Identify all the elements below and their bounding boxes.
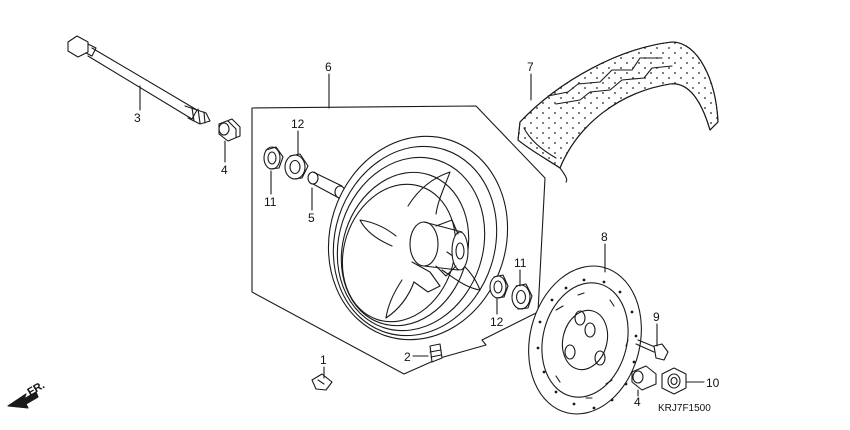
disc-bolt <box>635 339 669 361</box>
callout-3: 3 <box>134 111 141 125</box>
front-tire <box>517 41 719 183</box>
direction-label: FR. <box>26 379 47 398</box>
callout-4-lower: 4 <box>634 395 641 409</box>
air-valve <box>429 343 443 363</box>
front-wheel <box>327 135 509 341</box>
callout-12-left: 12 <box>291 117 305 131</box>
diagram-code: KRJ7F1500 <box>658 403 711 414</box>
callout-8: 8 <box>601 230 608 244</box>
callout-1: 1 <box>320 353 327 367</box>
callout-11-left: 11 <box>264 195 277 209</box>
axle-collar-left <box>218 118 241 142</box>
axle-nut <box>661 367 687 395</box>
brake-disc <box>528 265 642 415</box>
axle-collar-right <box>631 365 657 391</box>
callout-5: 5 <box>308 211 315 225</box>
callout-10: 10 <box>706 376 720 390</box>
callout-2: 2 <box>404 350 411 364</box>
exploded-view-outline <box>251 105 546 375</box>
callout-7: 7 <box>527 60 534 74</box>
balance-weight <box>311 373 333 391</box>
brake-disc-holes <box>536 278 638 410</box>
dust-seal-left <box>284 153 309 180</box>
front-direction-arrow <box>7 391 39 409</box>
distance-collar <box>307 171 346 199</box>
callout-4-upper: 4 <box>221 163 228 177</box>
leader-lines <box>139 73 705 397</box>
bearing-left <box>263 146 284 170</box>
callout-6: 6 <box>325 60 332 74</box>
callout-12-right: 12 <box>490 315 504 329</box>
dust-seal-right <box>489 274 509 299</box>
callout-9: 9 <box>653 310 660 324</box>
callout-11-right: 11 <box>514 256 527 270</box>
callout-labels: 3 4 6 7 12 11 5 8 11 12 9 2 1 4 10 FR. K… <box>26 60 720 414</box>
bearing-right <box>511 283 533 310</box>
